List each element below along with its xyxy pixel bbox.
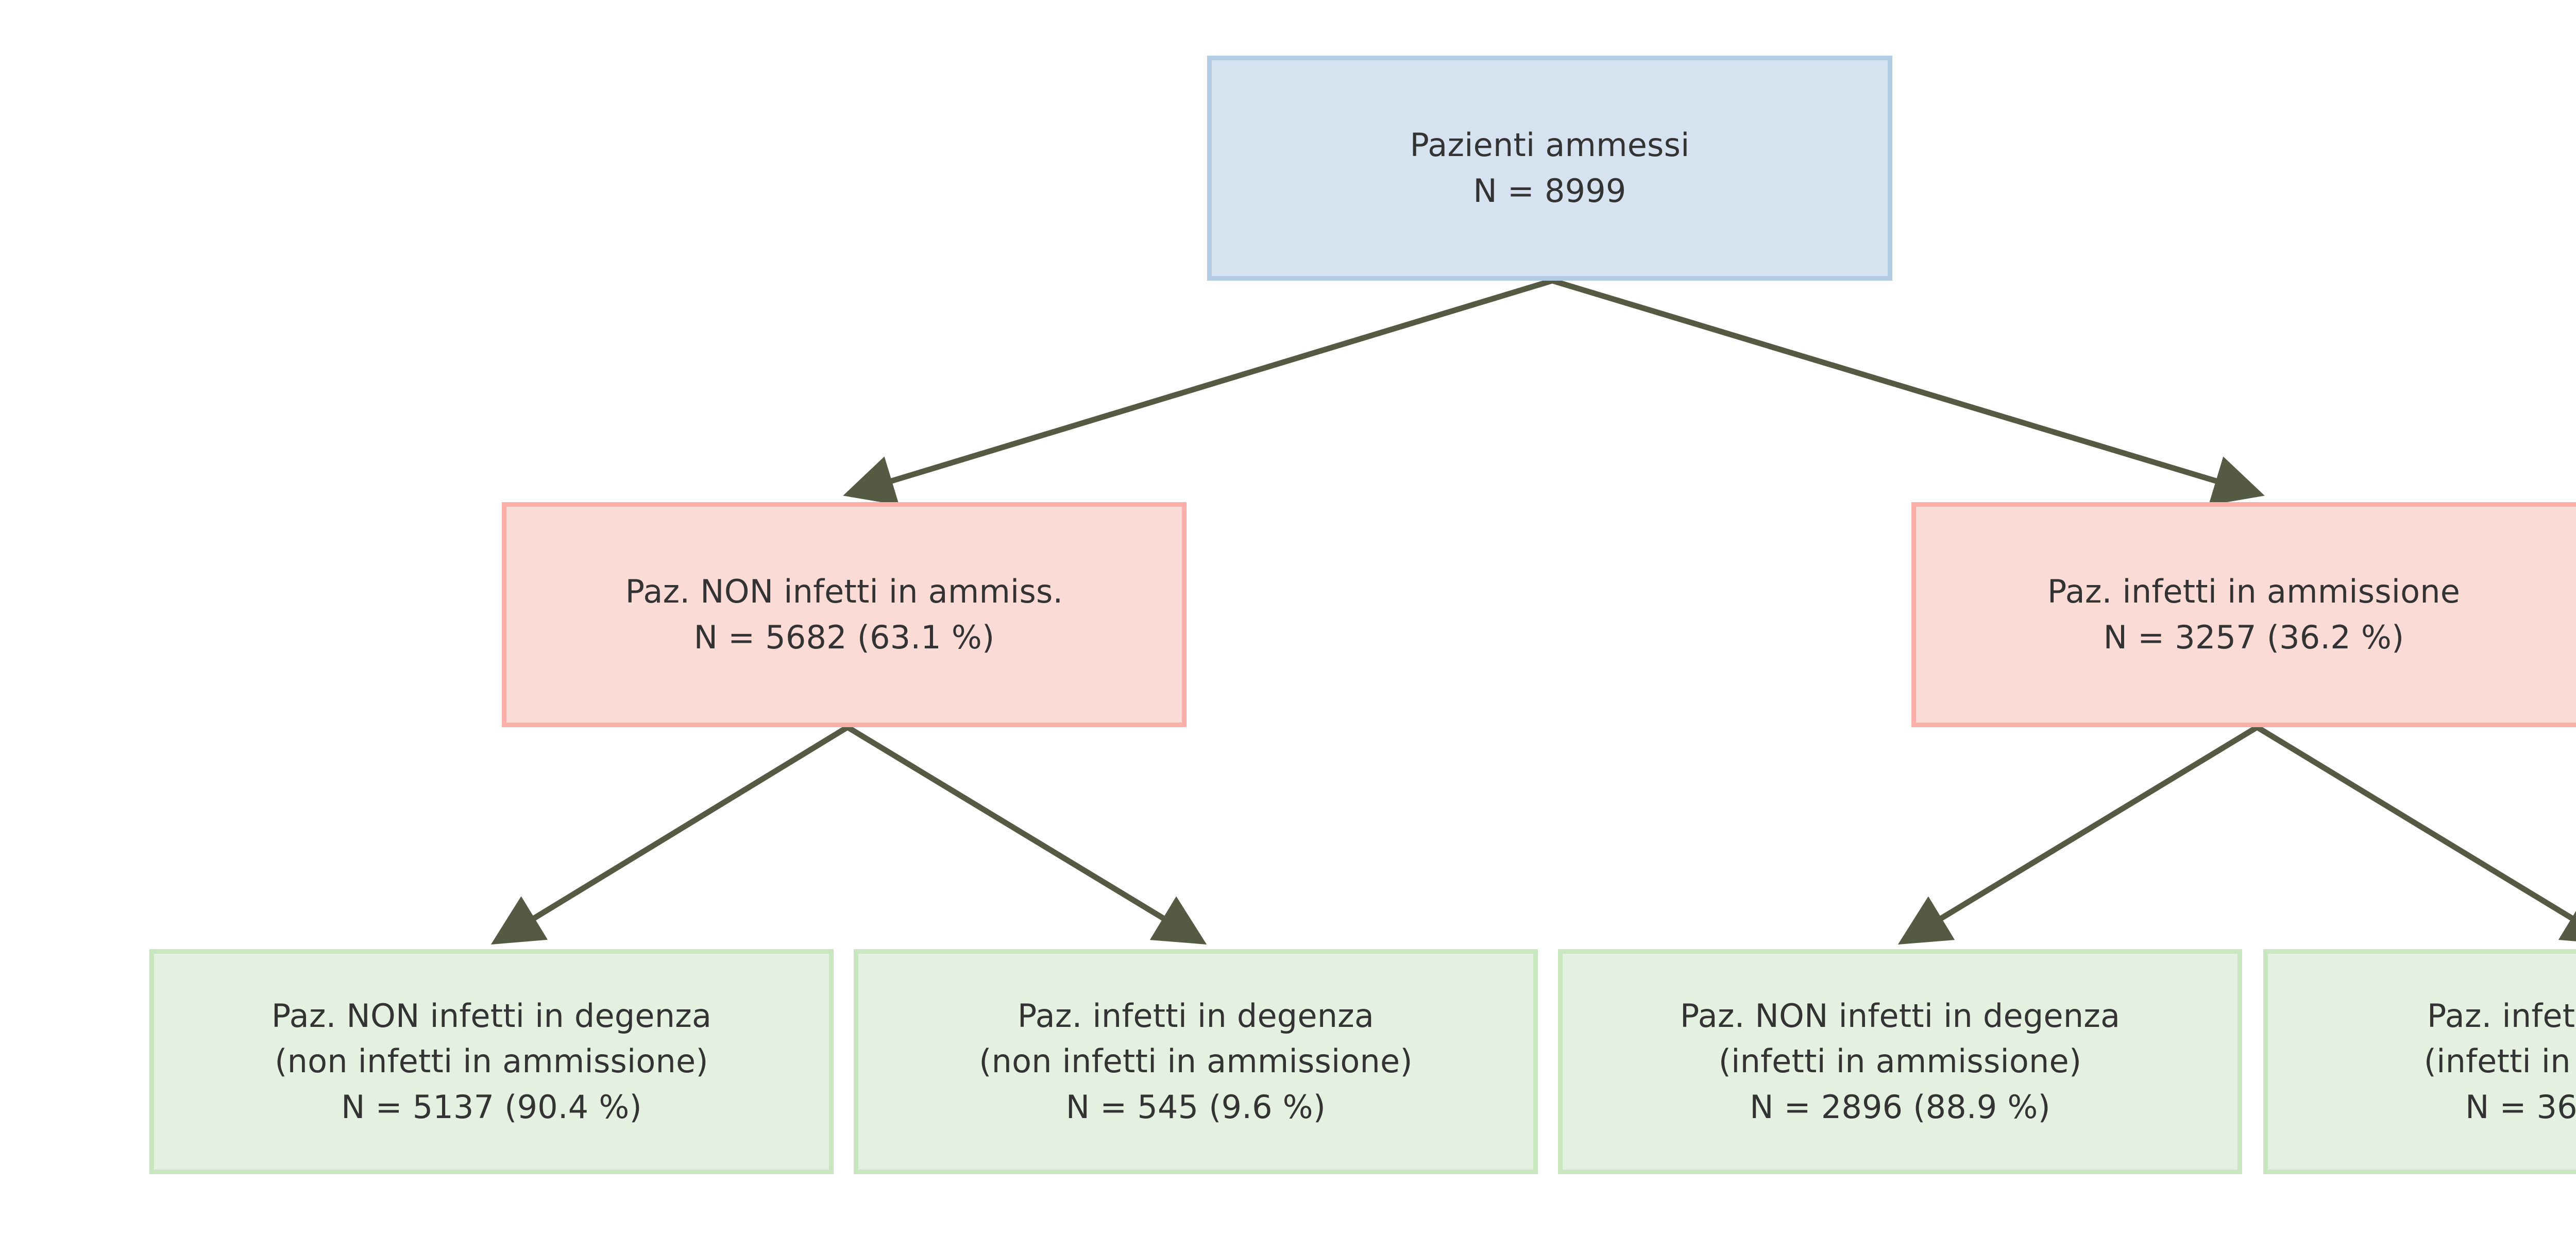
node-pazienti-ammessi[interactable]: Pazienti ammessi N = 8999 xyxy=(1207,56,1892,281)
node-title: Paz. NON infetti in degenza xyxy=(271,997,712,1035)
node-count: N = 2896 (88.9 %) xyxy=(1750,1088,2050,1126)
node-subtitle: (infetti in ammissione) xyxy=(1718,1042,2082,1080)
node-non-infetti-degenza-da-infetti[interactable]: Paz. NON infetti in degenza (infetti in … xyxy=(1558,949,2242,1174)
node-non-infetti-ammissione[interactable]: Paz. NON infetti in ammiss. N = 5682 (63… xyxy=(502,502,1187,727)
node-non-infetti-degenza-da-non-infetti[interactable]: Paz. NON infetti in degenza (non infetti… xyxy=(149,949,834,1174)
connector-left-to-green2 xyxy=(846,725,1207,945)
node-title: Paz. infetti in ammissione xyxy=(2047,573,2461,611)
node-count: N = 3257 (36.2 %) xyxy=(2103,618,2404,656)
node-title: Paz. NON infetti in degenza xyxy=(1680,997,2121,1035)
node-title: Paz. NON infetti in ammiss. xyxy=(625,573,1063,611)
node-count: N = 8999 xyxy=(1473,171,1626,210)
node-infetti-degenza-da-non-infetti[interactable]: Paz. infetti in degenza (non infetti in … xyxy=(854,949,1538,1174)
node-subtitle: (infetti in ammissione) xyxy=(2424,1042,2576,1080)
connector-left-to-green1 xyxy=(490,725,849,945)
node-subtitle: (non infetti in ammissione) xyxy=(979,1042,1413,1080)
node-title: Pazienti ammessi xyxy=(1410,126,1690,164)
node-subtitle: (non infetti in ammissione) xyxy=(275,1042,708,1080)
node-count: N = 361 (11.1 %) xyxy=(2465,1088,2576,1126)
connector-right-to-green3 xyxy=(1897,725,2259,945)
node-infetti-degenza-da-infetti[interactable]: Paz. infetti in degenza (infetti in ammi… xyxy=(2263,949,2576,1174)
connector-right-to-green4 xyxy=(2256,725,2576,945)
node-count: N = 5137 (90.4 %) xyxy=(341,1088,642,1126)
node-count: N = 5682 (63.1 %) xyxy=(693,618,995,656)
node-title: Paz. infetti in degenza xyxy=(1017,997,1375,1035)
connector-root-to-left xyxy=(843,278,1553,506)
node-count: N = 545 (9.6 %) xyxy=(1065,1088,1326,1126)
node-infetti-ammissione[interactable]: Paz. infetti in ammissione N = 3257 (36.… xyxy=(1911,502,2576,727)
node-title: Paz. infetti in degenza xyxy=(2427,997,2576,1035)
connector-root-to-right xyxy=(1551,278,2265,506)
